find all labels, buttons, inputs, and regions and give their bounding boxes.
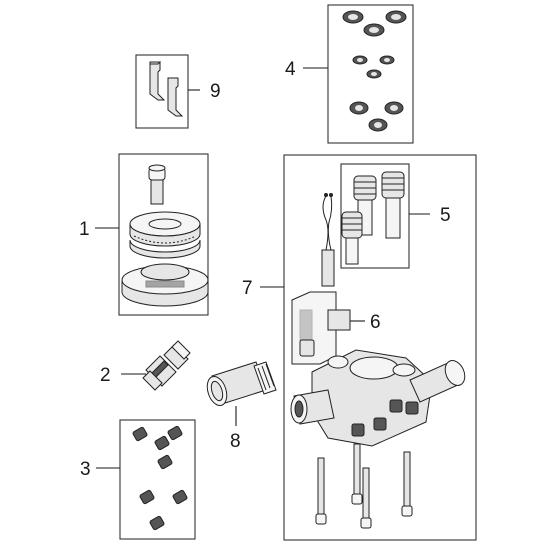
- part-group-3: 3: [80, 419, 196, 540]
- part-5-pistons: [341, 171, 405, 265]
- part-group-4: 4: [285, 4, 414, 144]
- part-group-1: 1: [79, 153, 209, 316]
- callout-1: 1: [79, 219, 90, 240]
- part-1-frame: [118, 153, 209, 316]
- part-3-check-valves: [132, 425, 188, 531]
- part-group-9: 9: [135, 54, 221, 129]
- part-1-bolt: [148, 164, 166, 205]
- part-group-5: 5: [340, 163, 451, 269]
- callout-8: 8: [230, 431, 241, 452]
- callout-2: 2: [100, 365, 111, 386]
- part-5-frame: [340, 163, 410, 269]
- part-1-thrust-bearing: [129, 211, 201, 259]
- callout-6: 6: [370, 312, 381, 333]
- part-4-seal-rings: [342, 10, 407, 132]
- callout-5: 5: [440, 205, 451, 226]
- callout-4: 4: [285, 59, 296, 80]
- part-9-frame: [135, 54, 189, 129]
- part-1-bearing-cup: [121, 263, 209, 307]
- part-3-frame: [119, 419, 196, 540]
- part-group-2: 2: [100, 340, 191, 391]
- pump-manifold: [290, 349, 466, 447]
- part-group-7: 7 5: [242, 154, 477, 541]
- part-group-8: 8: [206, 361, 277, 452]
- callout-9: 9: [210, 81, 221, 102]
- part-9-bracket-clips: [149, 61, 184, 117]
- part-8-coupling: [206, 361, 277, 407]
- part-2-fitting: [142, 340, 191, 391]
- callout-7: 7: [242, 278, 253, 299]
- pump-bolts: [315, 443, 413, 529]
- part-4-frame: [327, 4, 414, 144]
- callout-3: 3: [80, 459, 91, 480]
- part-6-wires: [322, 193, 333, 251]
- part-7-frame: [283, 154, 477, 541]
